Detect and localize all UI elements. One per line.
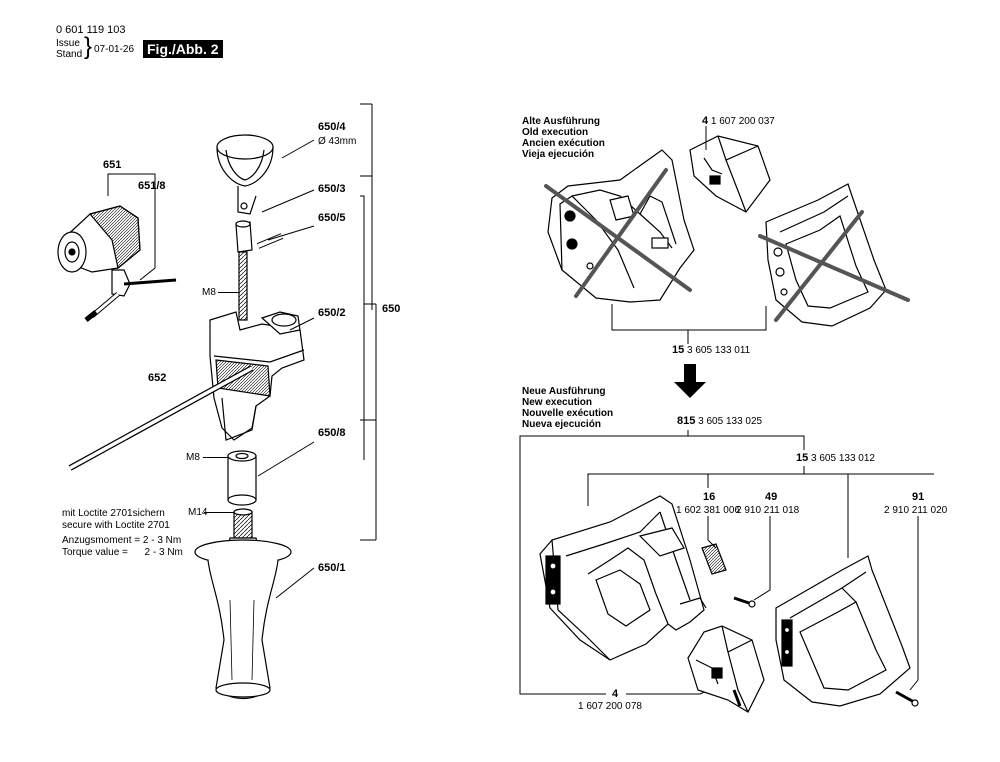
- label-m14: M14: [188, 507, 208, 518]
- item-49-pos: 49: [765, 491, 778, 503]
- drill-chuck: [57, 205, 141, 273]
- item-91-num: 2 910 211 020: [884, 505, 948, 516]
- stand-label: Stand: [56, 49, 83, 60]
- new-assembly-label: 815 3 605 133 025: [677, 415, 763, 428]
- new-switch: [687, 625, 765, 713]
- screw-91: [895, 690, 919, 707]
- auxiliary-handle: [194, 508, 292, 699]
- new-housing-left: [539, 495, 707, 661]
- old-housing-left: [547, 149, 695, 303]
- new-execution-title: Neue Ausführung New execution Nouvelle e…: [522, 386, 614, 430]
- label-650: 650: [382, 303, 401, 315]
- old-housing-label: 15 3 605 133 011: [672, 344, 751, 357]
- label-652: 652: [148, 372, 167, 384]
- label-650-2: 650/2: [318, 307, 346, 319]
- new-switch-pos: 4: [612, 688, 619, 700]
- issue-brace: }: [84, 33, 93, 60]
- old-execution-title: Alte Ausführung Old execution Ancien exé…: [522, 116, 605, 160]
- label-650-4: 650/4: [318, 121, 346, 133]
- label-650-5: 650/5: [318, 212, 346, 224]
- new-housing-right: [775, 555, 911, 707]
- label-650-8: 650/8: [318, 427, 346, 439]
- note-torque-de: Anzugsmoment = 2 - 3 Nm: [62, 535, 182, 546]
- screw-49: [733, 596, 756, 608]
- switch-insert-16: [701, 543, 727, 575]
- old-switch: [689, 135, 771, 213]
- handle-bracket: [209, 311, 305, 441]
- threaded-sleeve: [227, 450, 257, 506]
- note-loctite-de: mit Loctite 2701sichern: [62, 508, 165, 519]
- note-loctite-en: secure with Loctite 2701: [62, 520, 170, 531]
- item-16-pos: 16: [703, 491, 716, 503]
- issue-label: Issue: [56, 38, 80, 49]
- part-number: 0 601 119 103: [56, 24, 126, 36]
- leader-m14: [204, 512, 234, 513]
- item-49-num: 2 910 211 018: [736, 505, 800, 516]
- figure-label: Fig./Abb. 2: [143, 40, 223, 58]
- label-650-1: 650/1: [318, 562, 346, 574]
- leader-m8-nut: [203, 457, 228, 458]
- item-91-pos: 91: [912, 491, 925, 503]
- issue-date: 07-01-26: [94, 44, 135, 55]
- chuck-key: [84, 269, 177, 322]
- item-16-num: 1 602 381 006: [676, 505, 740, 516]
- old-switch-label: 4 1 607 200 037: [702, 115, 775, 128]
- label-650-3: 650/3: [318, 183, 346, 195]
- label-651: 651: [103, 159, 122, 171]
- leader-m8-rod: [218, 292, 240, 293]
- note-torque-en: Torque value = 2 - 3 Nm: [62, 547, 183, 558]
- label-m8-rod: M8: [202, 287, 216, 298]
- label-650-4-diameter: Ø 43mm: [318, 136, 357, 147]
- arrow-down: [674, 364, 706, 398]
- new-switch-num: 1 607 200 078: [578, 701, 642, 712]
- label-651-8: 651/8: [138, 180, 166, 192]
- label-m8-nut: M8: [186, 452, 200, 463]
- clamp-band: [216, 134, 274, 215]
- new-housing-label: 15 3 605 133 012: [796, 452, 875, 465]
- clamp-screw: [235, 220, 253, 321]
